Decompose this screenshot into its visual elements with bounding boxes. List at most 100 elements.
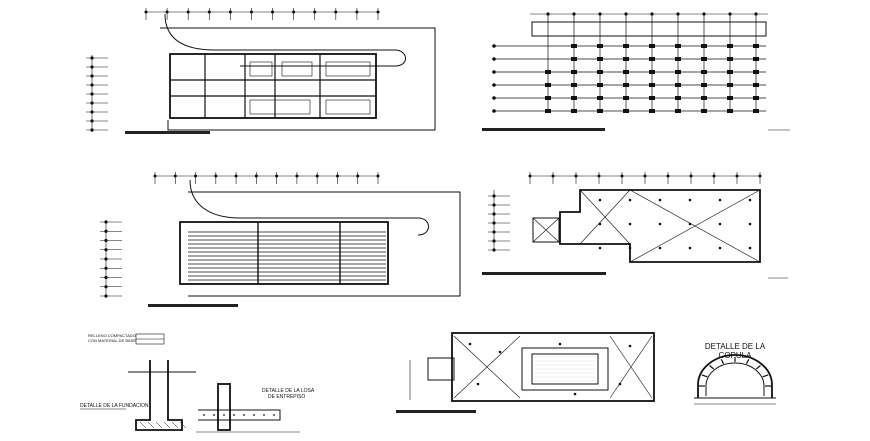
grid-bubble [90,101,94,105]
column-mark [649,109,655,113]
concrete-hatch [163,421,171,429]
grid-bubble [186,10,190,14]
grid-bubble [90,83,94,87]
grid-bubble [492,109,496,113]
dome-rib [762,374,769,378]
dome-detail: DETALLE DE LA COPULA [694,342,776,405]
column-mark [727,70,733,74]
column-mark [649,70,655,74]
column-mark [571,57,577,61]
roof-slope-plan [482,172,788,279]
grid-bubble [90,92,94,96]
plan-title-bar [482,128,605,131]
column-mark [753,44,759,48]
grid-bubble [728,12,732,16]
column-mark [748,222,752,226]
column-mark [573,392,577,396]
rebar-dot [263,414,265,416]
grid-bubble [104,248,108,252]
dome-floor-plan [396,332,655,413]
column-mark [701,96,707,100]
slab-detail-label-1: DETALLE DE LA LOSA [262,388,315,394]
column-mark [628,246,632,250]
column-mark [598,198,602,202]
grid-bubble [376,10,380,14]
grid-bubble [598,12,602,16]
grid-bubble [702,12,706,16]
grid-bubble [313,10,317,14]
column-mark [545,70,551,74]
column-mark [718,222,722,226]
column-mark [658,222,662,226]
column-mark [545,109,551,113]
column-mark [675,83,681,87]
grid-bubble [355,10,359,14]
column-mark [649,83,655,87]
dome-rib [709,365,715,370]
dome-rib [701,374,708,378]
plan-title-bar [148,304,238,307]
column-mark [571,109,577,113]
grid-bubble [643,174,647,178]
rebar-dot [233,414,235,416]
column-mark [545,83,551,87]
column-mark [558,342,562,346]
slab-detail-label-2: DE ENTREPISO [268,394,305,400]
column-mark [701,44,707,48]
column-mark [476,382,480,386]
column-mark [688,222,692,226]
grid-bubble [214,174,218,178]
room-outline [281,61,313,77]
grid-bubble [492,44,496,48]
column-mark [658,198,662,202]
grid-bubble [528,174,532,178]
concrete-hatch [139,421,147,429]
grid-bubble [492,70,496,74]
grid-bubble [650,12,654,16]
column-mark [628,222,632,226]
column-mark [618,382,622,386]
grid-bubble [165,10,169,14]
column-mark [649,57,655,61]
rebar-dot [213,414,215,416]
grid-bubble [173,174,177,178]
column-mark [598,246,602,250]
plan-title-bar [482,272,606,275]
column-mark [701,83,707,87]
column-mark [623,70,629,74]
grid-bubble [492,96,496,100]
column-mark [675,70,681,74]
grid-bubble [666,174,670,178]
grid-bubble [90,119,94,123]
dome-detail-title-1: DETALLE DE LA [705,342,766,351]
column-mark [598,222,602,226]
foundation-detail: RELLENO COMPACTADO CON MATERIAL DE BASE … [80,333,196,431]
grid-bubble [104,266,108,270]
dome-rib [745,358,750,365]
column-mark [727,83,733,87]
grid-bubble [90,65,94,69]
grid-bubble [754,12,758,16]
column-mark [628,344,632,348]
plan-title-bar [125,131,210,134]
column-mark [718,198,722,202]
grid-bubble [758,174,762,178]
grid-bubble [689,174,693,178]
column-mark [468,342,472,346]
column-mark [628,198,632,202]
grid-bubble [295,174,299,178]
grid-bubble [254,174,258,178]
foundation-detail-label: DETALLE DE LA FUNDACION [80,403,149,409]
dome-rib [720,358,725,365]
grid-bubble [104,238,108,243]
grid-bubble [546,12,550,16]
column-mark [597,83,603,87]
grid-bubble [315,174,319,178]
column-mark [748,198,752,202]
grid-bubble [492,57,496,61]
column-mark [623,109,629,113]
column-mark [727,96,733,100]
grid-bubble [735,174,739,178]
rebar-dot [223,414,225,416]
grid-bubble [712,174,716,178]
